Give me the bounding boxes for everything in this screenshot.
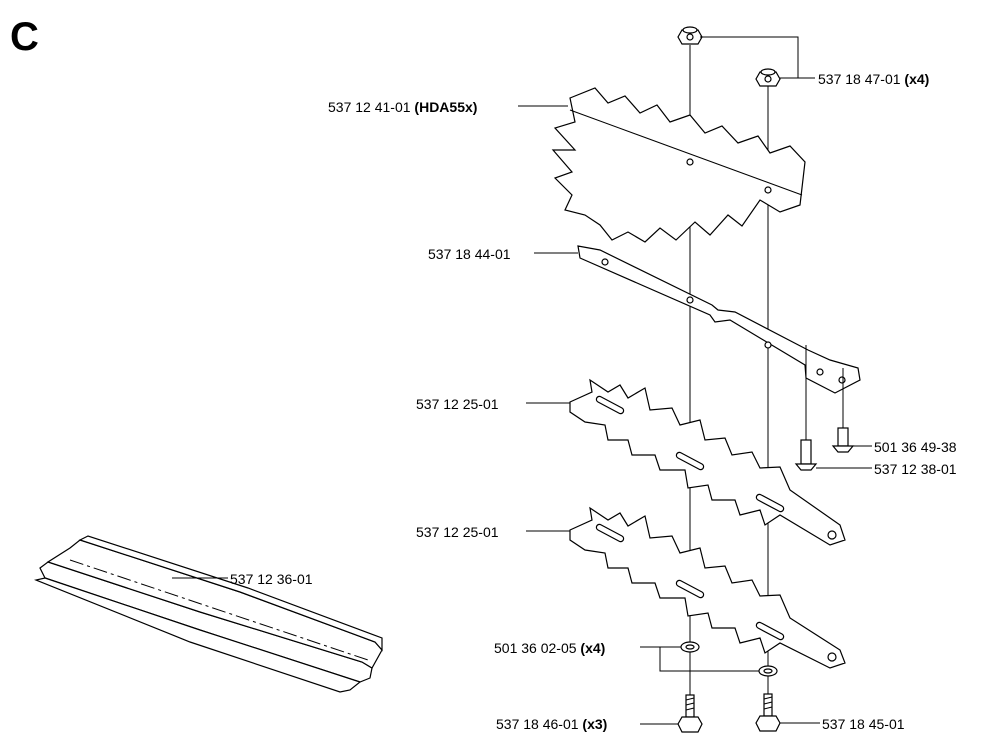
washer-right — [758, 665, 778, 677]
label-screw-a: 501 36 49-38 — [874, 439, 957, 455]
bolt-right — [755, 693, 781, 732]
nut-top-left — [677, 26, 703, 45]
cutter-blade-b — [569, 506, 846, 669]
section-letter: C — [10, 15, 39, 59]
nut-leader — [700, 36, 799, 79]
label-blade-b: 537 12 25-01 — [416, 524, 499, 540]
screw-countersunk-b — [794, 439, 818, 471]
nut-top-right — [755, 68, 781, 87]
label-screw-b: 537 12 38-01 — [874, 461, 957, 477]
cutter-blade-a — [569, 378, 846, 546]
label-bolt-right: 537 18 45-01 — [822, 716, 905, 732]
label-plate: 537 18 44-01 — [428, 246, 511, 262]
label-bolt-left: 537 18 46-01 (x3) — [496, 716, 607, 732]
blade-guard — [33, 535, 383, 693]
screw-countersunk-a — [831, 427, 855, 453]
label-washer: 501 36 02-05 (x4) — [494, 640, 605, 656]
label-upper-blade: 537 12 41-01 (HDA55x) — [328, 99, 477, 115]
label-nut: 537 18 47-01 (x4) — [818, 71, 929, 87]
bolt-left — [677, 694, 703, 733]
plate — [577, 245, 861, 394]
washer-left — [680, 641, 700, 653]
label-blade-a: 537 12 25-01 — [416, 396, 499, 412]
upper-blade — [551, 87, 806, 243]
label-guard: 537 12 36-01 — [230, 571, 313, 587]
